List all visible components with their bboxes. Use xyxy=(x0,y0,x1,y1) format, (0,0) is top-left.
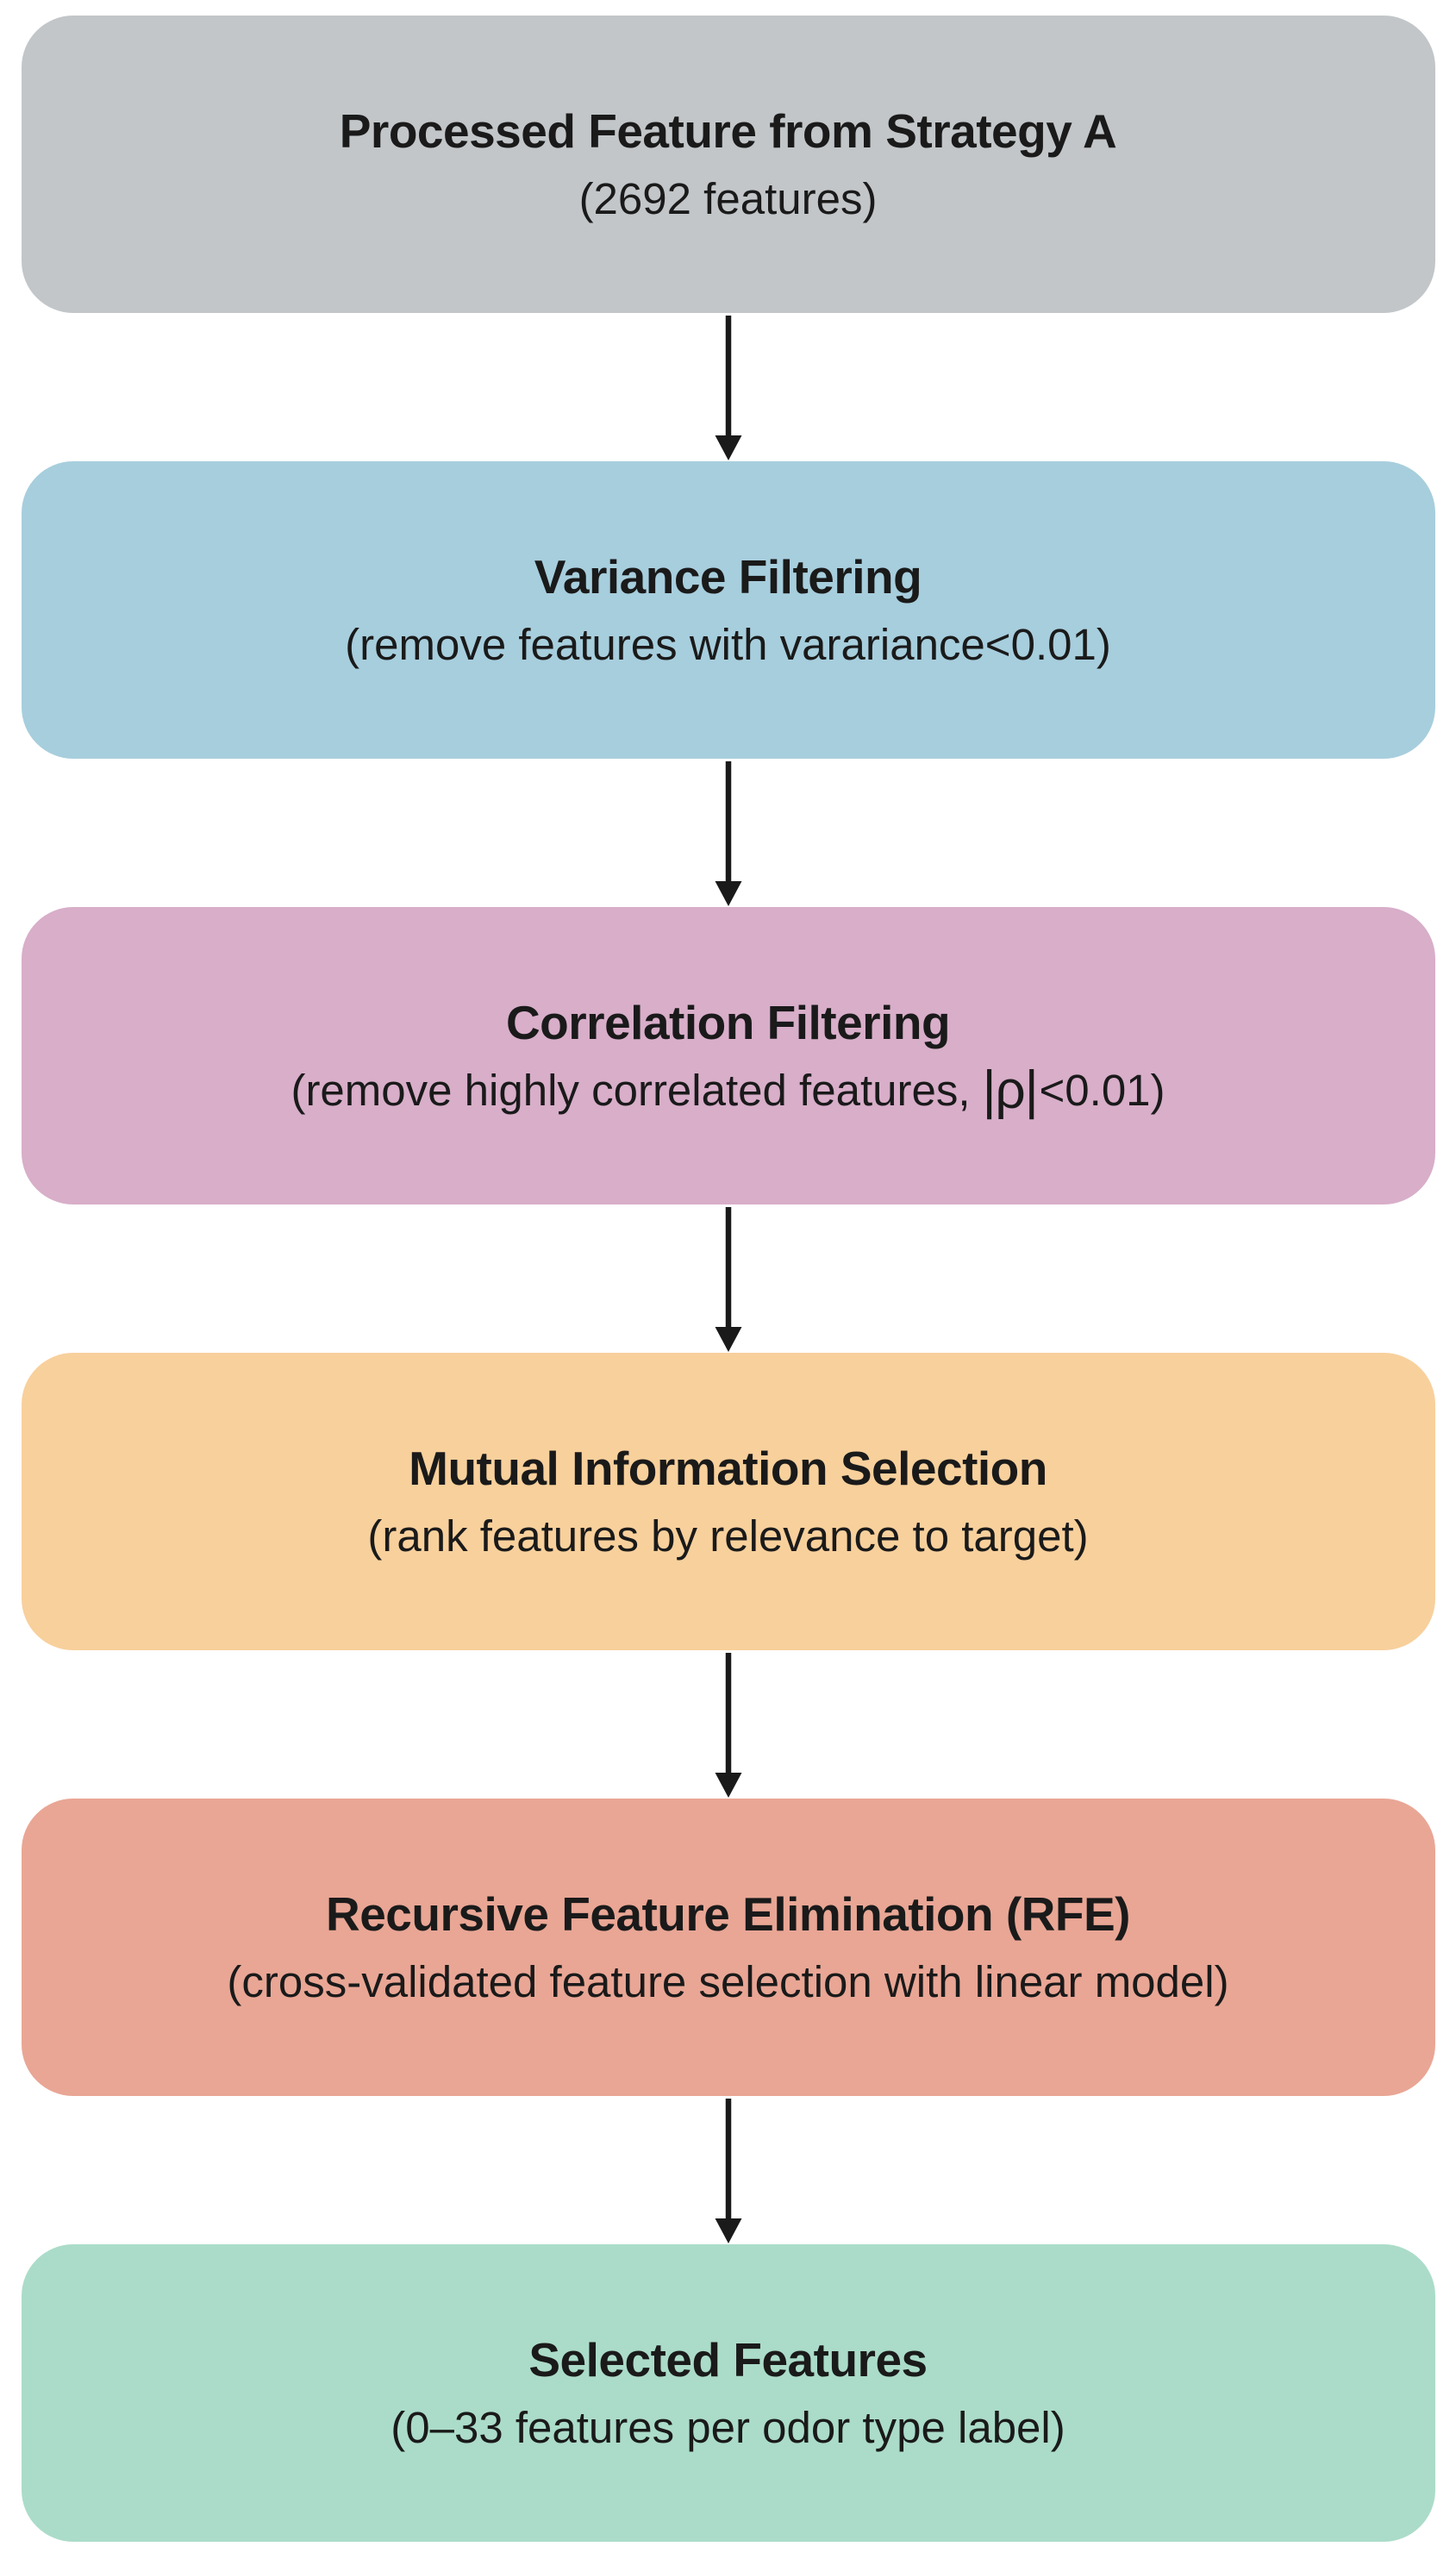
node-title: Mutual Information Selection xyxy=(409,1442,1047,1496)
node-title: Selected Features xyxy=(528,2333,928,2387)
flow-node-processed-features: Processed Feature from Strategy A (2692 … xyxy=(21,16,1435,313)
subtitle-text: <0.01) xyxy=(1039,1066,1165,1115)
node-subtitle: (remove highly correlated features,|ρ|<0… xyxy=(291,1063,1165,1118)
down-arrow-icon xyxy=(715,761,741,906)
subtitle-text: (0–33 features per odor type label) xyxy=(391,2403,1065,2452)
flow-node-selected-features: Selected Features (0–33 features per odo… xyxy=(21,2244,1435,2542)
flow-node-mutual-information-selection: Mutual Information Selection (rank featu… xyxy=(21,1353,1435,1650)
node-title: Processed Feature from Strategy A xyxy=(339,104,1117,159)
flow-arrow xyxy=(711,1650,746,1799)
flow-node-variance-filtering: Variance Filtering (remove features with… xyxy=(21,461,1435,759)
flow-arrow xyxy=(711,313,746,461)
flow-arrow xyxy=(711,759,746,907)
node-subtitle: (cross-validated feature selection with … xyxy=(227,1955,1228,2010)
flow-node-correlation-filtering: Correlation Filtering (remove highly cor… xyxy=(21,907,1435,1204)
flow-node-recursive-feature-elimination: Recursive Feature Elimination (RFE) (cro… xyxy=(21,1799,1435,2096)
subtitle-text: (cross-validated feature selection with … xyxy=(227,1957,1229,2006)
node-title: Correlation Filtering xyxy=(505,996,951,1050)
node-subtitle: (remove features with varariance<0.01) xyxy=(345,617,1111,673)
down-arrow-icon xyxy=(715,1653,741,1798)
down-arrow-icon xyxy=(715,2099,741,2243)
node-subtitle: (0–33 features per odor type label) xyxy=(391,2400,1065,2456)
node-subtitle: (2692 features) xyxy=(579,172,878,227)
down-arrow-icon xyxy=(715,316,741,460)
node-title: Variance Filtering xyxy=(534,550,922,604)
math-abs-rho: |ρ| xyxy=(982,1061,1039,1121)
subtitle-text: (remove highly correlated features, xyxy=(291,1066,971,1115)
node-subtitle: (rank features by relevance to target) xyxy=(367,1509,1088,1564)
node-title: Recursive Feature Elimination (RFE) xyxy=(326,1887,1131,1942)
subtitle-text: (2692 features) xyxy=(578,174,878,223)
flow-arrow xyxy=(711,2096,746,2244)
down-arrow-icon xyxy=(715,1207,741,1352)
subtitle-text: (remove features with varariance<0.01) xyxy=(345,620,1111,669)
subtitle-text: (rank features by relevance to target) xyxy=(367,1511,1089,1561)
flow-arrow xyxy=(711,1204,746,1353)
